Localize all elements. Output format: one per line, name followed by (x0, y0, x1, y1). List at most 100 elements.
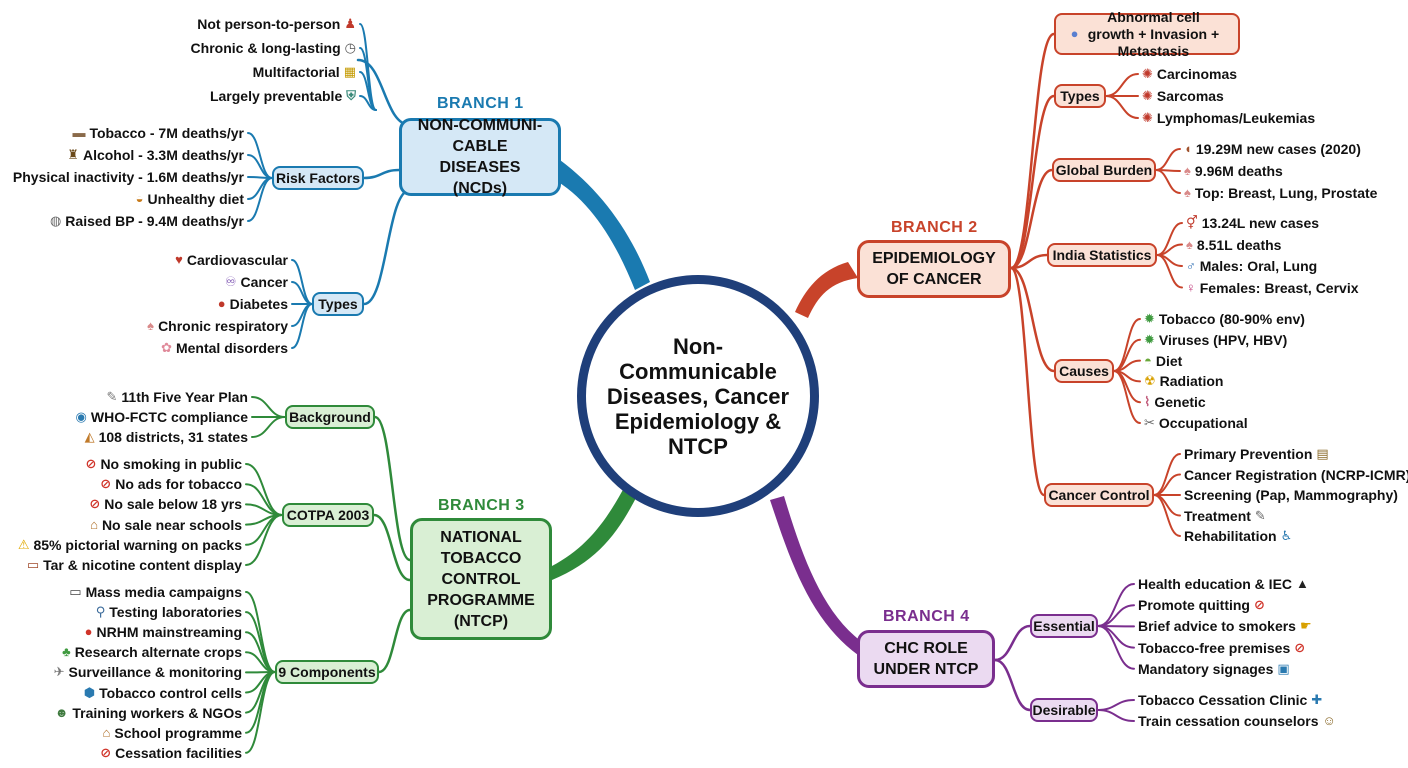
leaf-connector (1105, 95, 1139, 119)
leaf-label: Males: Oral, Lung (1199, 258, 1318, 274)
leaf-label: No sale near schools (101, 516, 242, 533)
leaf-item: Tobacco Cessation Clinic✚ (1138, 691, 1322, 709)
leaf-label: Multifactorial (252, 64, 340, 80)
burger-icon: ◒ (135, 191, 144, 206)
leaf-connector (1097, 625, 1135, 649)
leaf-label: Rehabilitation (1184, 528, 1277, 544)
dna-icon: ⌇ (1144, 394, 1151, 410)
female-icon: ♀ (1186, 279, 1196, 295)
leaf-label: Diet (1155, 352, 1183, 369)
leaf-item: ✿Mental disorders (161, 339, 288, 357)
b4-essential-node: Essential (1030, 614, 1098, 638)
leaf-connector (247, 177, 273, 222)
leaf-item: ◍Raised BP - 9.4M deaths/yr (50, 212, 244, 230)
leaf-item: ♀Females: Breast, Cervix (1186, 279, 1359, 297)
leaf-item: Health education & IEC▲ (1138, 575, 1309, 593)
lungs-icon: ♠ (1184, 163, 1191, 178)
clock-icon: ◷ (344, 40, 356, 55)
people-icon: ♟ (344, 16, 356, 31)
b2-def-connector (1009, 32, 1056, 270)
leaf-item: Mandatory signages▣ (1138, 660, 1290, 678)
b3-background-connector (373, 415, 412, 562)
leaf-label: 19.29M new cases (2020) (1195, 141, 1361, 157)
leaf-label: Largely preventable (209, 88, 343, 104)
virus-icon: ✹ (1144, 331, 1155, 347)
leaf-connector (1156, 254, 1183, 289)
b1-types-connector (362, 188, 412, 306)
leaf-label: Carcinomas (1156, 66, 1238, 82)
leaf-item: ⊘No ads for tobacco (100, 475, 242, 493)
leaf-item: ⚠85% pictorial warning on packs (18, 536, 242, 554)
leaf-connector (1097, 604, 1135, 627)
leaf-item: Brief advice to smokers☛ (1138, 617, 1312, 635)
seedling-icon: ♣ (62, 644, 71, 660)
grad-cap-icon: ▲ (1296, 576, 1309, 591)
ribbon-icon: ♾ (224, 274, 237, 289)
leaf-label: Tobacco-free premises (1138, 639, 1291, 656)
leaf-label: NRHM mainstreaming (96, 624, 242, 641)
branch-1-node: NON-COMMUNI-CABLE DISEASES (NCDs) (399, 117, 561, 197)
b3-cotpa-node: COTPA 2003 (282, 503, 374, 527)
leaf-item: ♠Chronic respiratory (147, 317, 288, 335)
leaf-label: Tar & nicotine content display (43, 557, 242, 573)
leaf-item: ▭Mass media campaigns (69, 583, 242, 601)
leaf-item: ⚥13.24L new cases (1186, 214, 1319, 232)
display-icon: ▭ (26, 557, 40, 572)
b1-risk-factors-node: Risk Factors (272, 166, 364, 190)
leaf-label: Training workers & NGOs (72, 704, 242, 721)
leaf-label: Promote quitting (1138, 597, 1250, 614)
leaf-item: ✹Viruses (HPV, HBV) (1144, 331, 1287, 349)
leaf-item: ●NRHM mainstreaming (85, 623, 242, 641)
branch-3-node: NATIONAL TOBACCO CONTROL PROGRAMME (NTCP… (410, 518, 552, 640)
b1-types-node: Types (312, 292, 364, 316)
b2-types-node: Types (1054, 84, 1106, 108)
leaf-label: 8.51L deaths (1196, 236, 1282, 253)
b3-cotpa-connector (372, 513, 412, 582)
bottle-icon: ♜ (67, 147, 79, 162)
leaf-item: ♠8.51L deaths (1186, 236, 1281, 254)
school-icon: ⌂ (90, 516, 98, 532)
counselor-icon: ☺ (1322, 713, 1336, 728)
leaf-label: Surveillance & monitoring (68, 664, 242, 681)
leaf-item: ✈Surveillance & monitoring (54, 663, 242, 681)
leaf-label: Primary Prevention (1184, 446, 1313, 462)
tv-icon: ▭ (69, 584, 82, 599)
b2-causes-connector (1009, 266, 1056, 373)
leaf-item: ✺Sarcomas (1142, 87, 1224, 105)
leaf-label: WHO-FCTC compliance (90, 409, 248, 425)
map-icon: ◭ (84, 429, 95, 444)
school-icon: ⌂ (102, 724, 111, 740)
lungs-icon: ♠ (1184, 185, 1191, 200)
leaf-label: No sale below 18 yrs (104, 496, 242, 513)
leaf-item: ✂Occupational (1144, 414, 1248, 432)
nrhm-icon: ● (84, 624, 93, 640)
leaf-connector (291, 303, 313, 349)
leaf-connector (1105, 73, 1139, 97)
leaf-label: Viruses (HPV, HBV) (1158, 331, 1288, 348)
male-icon: ♂ (1186, 258, 1196, 273)
leaf-label: Cardiovascular (186, 252, 288, 268)
b2-global-burden-node: Global Burden (1052, 158, 1156, 182)
leaf-item: Train cessation counselors☺ (1138, 712, 1336, 730)
leaf-item: ✎11th Five Year Plan (106, 388, 248, 406)
syringe-icon: ✎ (1254, 507, 1266, 523)
leaf-label: Lymphomas/Leukemias (1156, 110, 1316, 126)
warning-icon: ⚠ (17, 536, 30, 552)
b4-desirable-connector (993, 658, 1032, 712)
leaf-label: No ads for tobacco (115, 476, 242, 493)
b1-risk-connector (362, 168, 401, 180)
leaf-item: ▭Tar & nicotine content display (27, 556, 242, 574)
leaf-item: Multifactorial▦ (253, 63, 356, 81)
leaf-label: Train cessation counselors (1138, 713, 1319, 729)
no-smoking-icon: ⊘ (100, 744, 112, 760)
leaf-connector (1153, 494, 1181, 537)
cell-icon: ● (1070, 26, 1079, 41)
leaf-connector (245, 671, 276, 754)
b2-india-connector (1009, 253, 1049, 270)
leaf-item: ◖19.29M new cases (2020) (1184, 140, 1361, 158)
b2-india-statistics-node: India Statistics (1047, 243, 1157, 267)
leaf-item: Primary Prevention▤ (1184, 445, 1329, 463)
memo-icon: ✎ (106, 389, 118, 404)
leaf-label: Occupational (1158, 415, 1248, 431)
